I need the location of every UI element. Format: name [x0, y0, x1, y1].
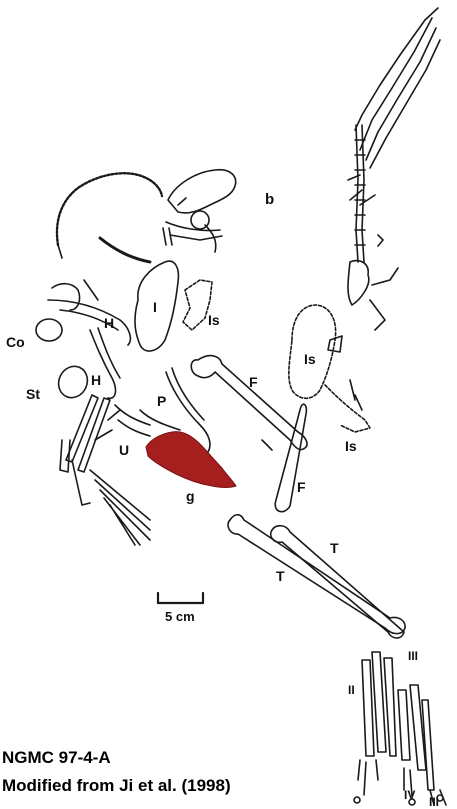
label-p: P	[157, 393, 166, 409]
label-st: St	[26, 386, 40, 402]
forelimb-bones	[48, 280, 130, 398]
label-f-upper: F	[249, 374, 258, 390]
label-is-right: Is	[345, 438, 357, 454]
label-h-upper: H	[104, 315, 114, 331]
label-i: I	[153, 299, 157, 315]
label-digit-ii: II	[348, 683, 355, 697]
foot-bones	[354, 652, 446, 805]
femur-lower	[275, 404, 306, 511]
hand-bones	[60, 395, 150, 545]
tail-feathers	[348, 8, 440, 205]
source-caption: Modified from Ji et al. (1998)	[2, 776, 231, 796]
femur-upper	[191, 356, 307, 450]
label-t-lower: T	[276, 568, 285, 584]
label-u: U	[119, 442, 129, 458]
scale-bar-label: 5 cm	[165, 609, 195, 624]
caudal-vertebrae	[348, 125, 398, 330]
scale-bar	[158, 593, 203, 603]
label-g: g	[186, 488, 195, 504]
sternum	[54, 362, 93, 403]
label-is-left: Is	[208, 312, 220, 328]
label-digit-iii-bottom: III	[429, 795, 439, 809]
label-digit-iv: IV	[404, 788, 415, 802]
specimen-caption: NGMC 97-4-A	[2, 748, 111, 768]
label-t-upper: T	[330, 540, 339, 556]
label-co: Co	[6, 334, 25, 350]
tibia-upper	[228, 515, 405, 634]
label-is-pelvis: Is	[304, 351, 316, 367]
label-digit-iii-top: III	[408, 649, 418, 663]
coracoid	[36, 319, 62, 341]
label-h-lower: H	[91, 372, 101, 388]
panel-label: b	[265, 191, 274, 208]
label-f-lower: F	[297, 479, 306, 495]
gastrolith-mass	[146, 432, 236, 488]
skull	[57, 170, 236, 262]
